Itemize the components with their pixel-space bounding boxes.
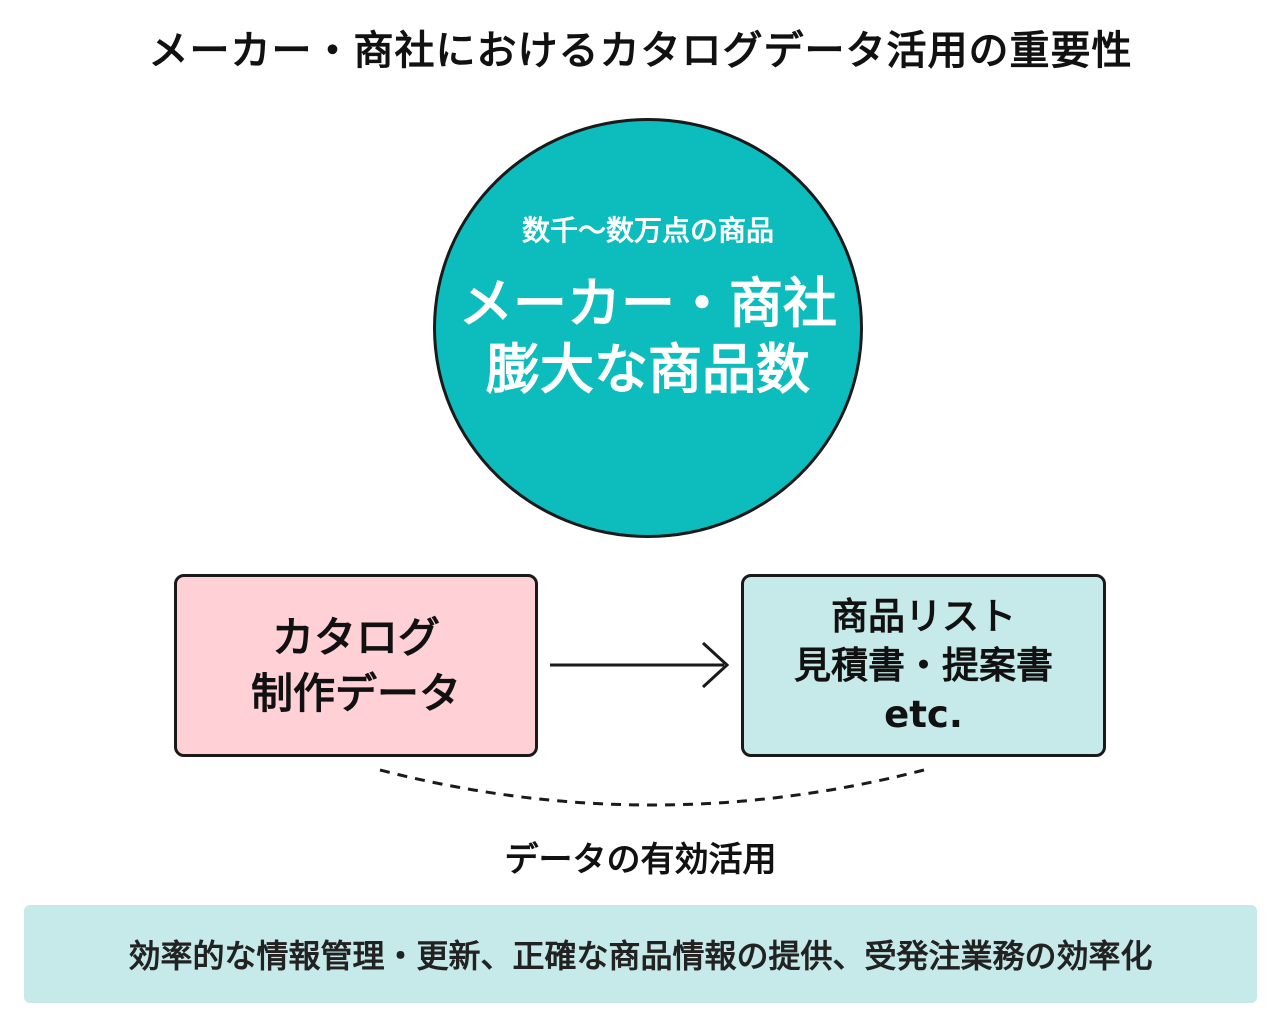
outputs-line-3: etc. [884,693,963,736]
diagram-title: メーカー・商社におけるカタログデータ活用の重要性 [148,28,1133,74]
benefits-text: 効率的な情報管理・更新、正確な商品情報の提供、受発注業務の効率化 [128,937,1153,975]
circle-subtitle: 数千〜数万点の商品 [521,214,774,247]
outputs-line-2: 見積書・提案書 [794,644,1053,687]
dashed-curve [379,768,925,807]
usage-label: データの有効活用 [504,840,777,880]
catalog-data-line-1: カタログ [271,612,440,662]
benefits-band: 効率的な情報管理・更新、正確な商品情報の提供、受発注業務の効率化 [24,905,1257,1003]
circle-line-2: 膨大な商品数 [486,338,810,401]
catalog-data-line-2: 制作データ [250,668,461,718]
circle-main-text: メーカー・商社 膨大な商品数 [436,271,860,403]
maker-circle: 数千〜数万点の商品 メーカー・商社 膨大な商品数 [433,118,863,538]
outputs-line-1: 商品リスト [831,595,1016,638]
flow-arrow-head [701,641,730,689]
catalog-data-box: カタログ 制作データ [174,574,538,757]
circle-line-1: メーカー・商社 [459,272,837,335]
outputs-box: 商品リスト 見積書・提案書 etc. [741,574,1106,757]
